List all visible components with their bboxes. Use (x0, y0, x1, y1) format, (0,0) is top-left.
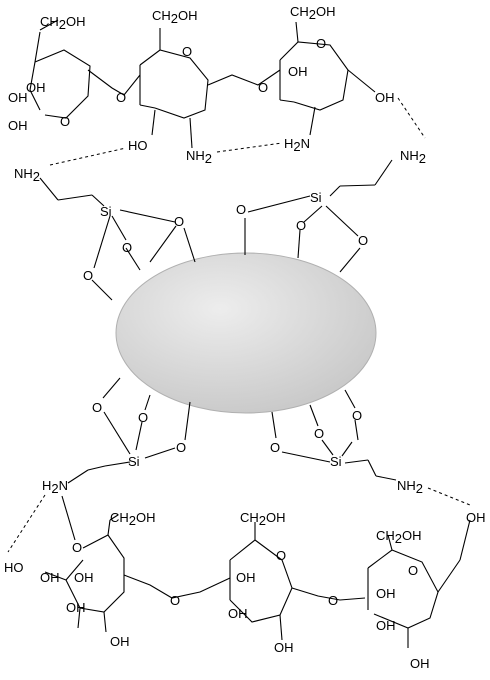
label-oh-B3: OH (274, 640, 294, 655)
label-si-top-right: Si (310, 190, 322, 205)
label-o-br-3: O (352, 408, 362, 423)
label-ho-A: HO (4, 560, 24, 575)
label-o-ring1: O (60, 114, 70, 129)
label-o-link2: O (258, 80, 268, 95)
label-oh-B2: OH (228, 606, 248, 621)
label-ho-2: HO (128, 138, 148, 153)
label-ch2oh-3: CH2OH (290, 4, 336, 22)
label-nh2-top-left: NH2 (14, 166, 40, 184)
bottom-chitosan-chain (44, 495, 471, 648)
label-oh-A2: OH (74, 570, 94, 585)
label-nh2-top-right: NH2 (400, 148, 426, 166)
label-o-bl-2: O (138, 410, 148, 425)
label-si-bottom-right: Si (330, 454, 342, 469)
label-oh-C2: OH (376, 618, 396, 633)
label-h2n-3: H2N (284, 136, 310, 154)
label-oh-1a: OH (26, 80, 46, 95)
label-oh-3a: OH (288, 64, 308, 79)
label-oh-B1: OH (236, 570, 256, 585)
label-ch2oh-A: CH2OH (110, 510, 156, 528)
label-oh-A4: OH (110, 634, 130, 649)
label-o-bottom-ringA: O (72, 540, 82, 555)
label-ch2oh-C: CH2OH (376, 528, 422, 546)
label-o-tr-1: O (236, 202, 246, 217)
label-oh-A1: OH (40, 570, 60, 585)
label-o-tr-2: O (296, 218, 306, 233)
label-o-ringB: O (276, 548, 286, 563)
label-o-ring3: O (316, 36, 326, 51)
label-ch2oh-2: CH2OH (152, 8, 198, 26)
label-h2n-bottom-left: H2N (42, 478, 68, 496)
label-o-link1: O (116, 90, 126, 105)
label-oh-C1: OH (376, 586, 396, 601)
label-o-tl-2: O (122, 240, 132, 255)
top-silane-linkers (39, 159, 393, 301)
label-oh-A3: OH (66, 600, 86, 615)
label-oh-C3: OH (410, 656, 430, 671)
label-o-br-2: O (314, 426, 324, 441)
bottom-silane-linkers (67, 377, 397, 484)
label-nh2-bottom-right: NH2 (397, 478, 423, 496)
label-ch2oh-1: CH2OH (40, 14, 86, 32)
label-si-top-left: Si (100, 204, 112, 219)
label-o-tl-3: O (83, 268, 93, 283)
nanoparticle (115, 252, 377, 414)
top-chitosan-chain (29, 19, 376, 149)
label-oh-1b: OH (8, 90, 28, 105)
label-ch2oh-B: CH2OH (240, 510, 286, 528)
label-o-tl-1: O (174, 214, 184, 229)
label-o-bl-3: O (176, 440, 186, 455)
label-o-link-AB: O (170, 593, 180, 608)
label-oh-3b: OH (375, 90, 395, 105)
label-o-br-1: O (270, 440, 280, 455)
label-o-ringC: O (408, 563, 418, 578)
label-oh-1c: OH (8, 118, 28, 133)
label-o-bl-1: O (92, 400, 102, 415)
label-oh-C-top: OH (466, 510, 486, 525)
label-o-ring2: O (182, 44, 192, 59)
label-o-link-BC: O (328, 593, 338, 608)
label-si-bottom-left: Si (128, 454, 140, 469)
label-o-tr-3: O (358, 233, 368, 248)
label-nh2-2: NH2 (186, 148, 212, 166)
